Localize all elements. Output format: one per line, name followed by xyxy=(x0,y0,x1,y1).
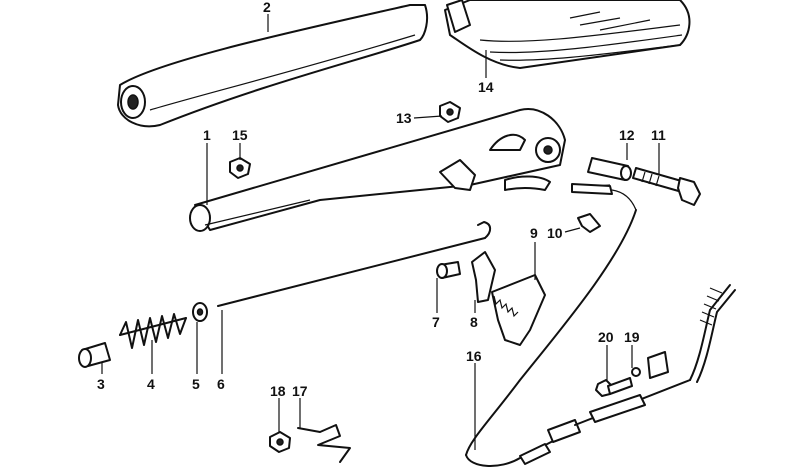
callout-15: 15 xyxy=(232,127,248,143)
part-2-handle-grip xyxy=(117,4,429,128)
callout-18: 18 xyxy=(270,383,286,399)
callout-20: 20 xyxy=(598,329,614,345)
part-12-sleeve xyxy=(587,157,632,181)
callout-16: 16 xyxy=(466,348,482,364)
part-4-spring xyxy=(119,313,187,349)
part-6-pull-rod xyxy=(217,221,492,307)
callout-2: 2 xyxy=(263,0,271,15)
callout-11: 11 xyxy=(651,127,666,143)
part-10-clip xyxy=(577,213,601,233)
callout-10: 10 xyxy=(547,225,563,241)
part-18-nut xyxy=(269,431,291,453)
part-20-bolt xyxy=(595,377,633,397)
part-9-ratchet-plate xyxy=(491,274,546,346)
callout-8: 8 xyxy=(470,314,478,330)
callout-19: 19 xyxy=(624,329,640,345)
part-15-nut xyxy=(229,157,251,179)
callout-14: 14 xyxy=(478,79,494,95)
callout-6: 6 xyxy=(217,376,225,392)
callout-17: 17 xyxy=(292,383,308,399)
part-cable-conduit-right xyxy=(689,284,736,383)
callout-labels: 2 14 13 1 15 12 11 10 9 7 8 3 4 5 6 16 2… xyxy=(97,0,666,399)
part-3-cap xyxy=(78,342,111,368)
part-5-washer xyxy=(192,302,208,322)
part-13-nut xyxy=(439,101,461,123)
cable-end-fitting xyxy=(571,183,637,211)
part-7-pin xyxy=(436,261,461,279)
leader-lines xyxy=(101,14,660,450)
part-17-spring-clip xyxy=(297,424,351,463)
callout-4: 4 xyxy=(147,376,155,392)
callout-5: 5 xyxy=(192,376,200,392)
callout-12: 12 xyxy=(619,127,635,143)
part-14-console-boot xyxy=(444,0,691,69)
part-19-bracket xyxy=(631,351,669,379)
callout-13: 13 xyxy=(396,110,412,126)
part-11-bolt xyxy=(632,167,701,206)
lever-pawl-assembly xyxy=(439,159,611,191)
part-1-lever-body xyxy=(189,108,566,232)
part-16-cable xyxy=(465,209,691,467)
callout-3: 3 xyxy=(97,376,105,392)
callout-9: 9 xyxy=(530,225,538,241)
callout-1: 1 xyxy=(203,127,211,143)
callout-7: 7 xyxy=(432,314,440,330)
part-8-pawl xyxy=(471,251,496,303)
